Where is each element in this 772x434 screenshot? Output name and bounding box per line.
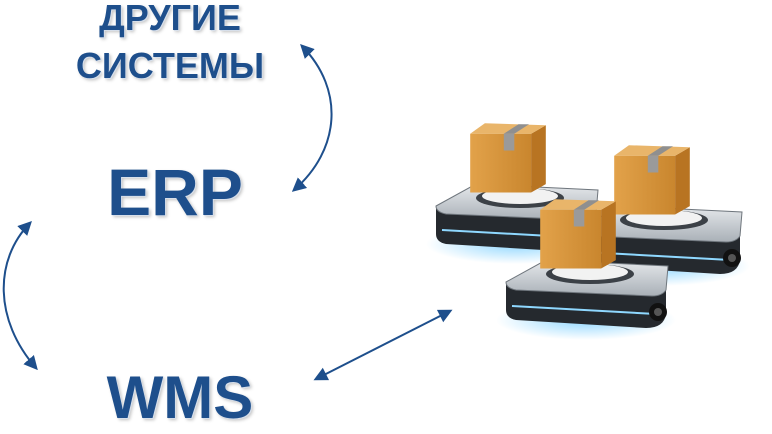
erp-label: ERP: [107, 155, 243, 229]
other-systems-label: ДРУГИЕ СИСТЕМЫ: [40, 0, 300, 90]
wms-label: WMS: [106, 364, 254, 431]
other-systems-line2: СИСТЕМЫ: [75, 45, 265, 86]
arrow-erp-wms: [2, 220, 38, 371]
arrow-other-systems-erp: [291, 43, 333, 192]
arrow-wms-robots: [313, 309, 453, 381]
other-systems-line1: ДРУГИЕ: [99, 0, 241, 38]
